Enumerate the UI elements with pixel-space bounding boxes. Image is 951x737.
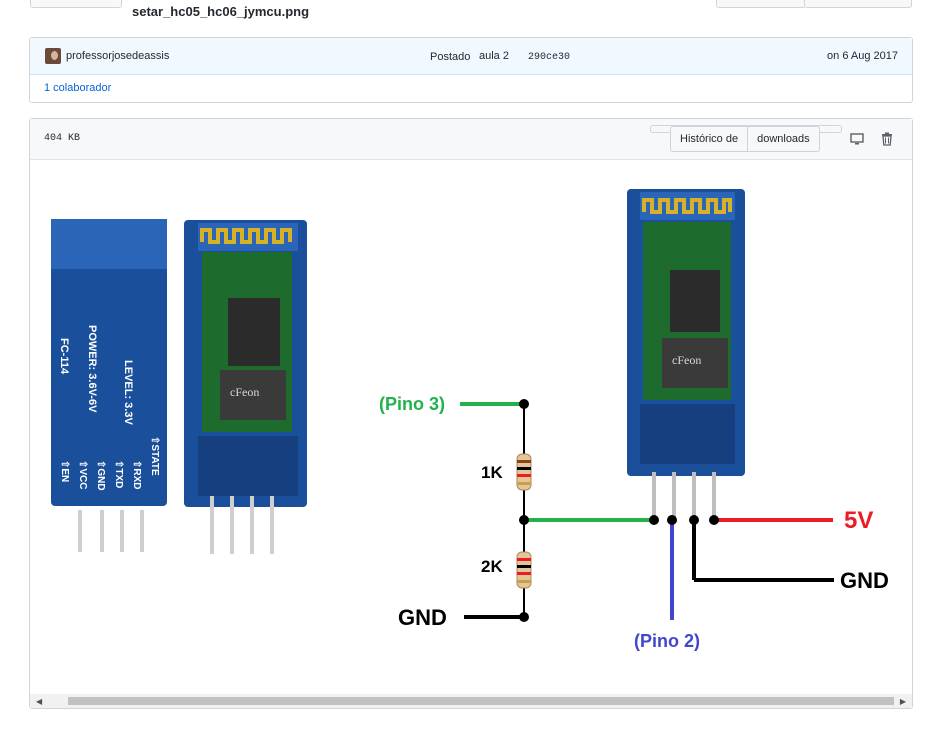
file-name: setar_hc05_hc06_jymcu.png — [132, 4, 310, 19]
top-right-button-2[interactable] — [804, 0, 912, 8]
resistor-1k — [516, 453, 532, 491]
file-actions: Histórico de downloads — [670, 126, 820, 152]
commit-box: professorjosedeassis Postado aula 2 290c… — [29, 37, 913, 103]
module-front-left: cFeon — [184, 220, 307, 554]
file-box: 404 KB Histórico de downloads POWER: 3.6… — [29, 118, 913, 709]
horizontal-scrollbar[interactable]: ◀ ▶ — [30, 694, 912, 708]
module-pin-label-gnd: ⇧GND — [95, 460, 106, 491]
commit-message[interactable]: aula 2 — [479, 50, 509, 62]
module-pin-label-en: ⇧EN — [59, 460, 70, 482]
history-button[interactable]: Histórico de — [680, 133, 739, 145]
label-2k: 2K — [481, 557, 503, 576]
module-back-power-text: POWER: 3.6V-6V — [86, 325, 98, 413]
label-gnd-left: GND — [398, 605, 447, 630]
module-front-right: cFeon — [627, 189, 745, 520]
label-pino2: (Pino 2) — [634, 631, 700, 651]
label-1k: 1K — [481, 463, 503, 482]
chip-text-right: cFeon — [672, 353, 701, 367]
module-back: POWER: 3.6V-6V FC-114 LEVEL: 3.3V ⇧EN ⇧VC… — [51, 219, 167, 552]
trash-icon[interactable] — [879, 131, 895, 147]
top-right-button-1[interactable] — [716, 0, 806, 8]
commit-date: on 6 Aug 2017 — [827, 50, 898, 62]
module-back-model-text: FC-114 — [58, 338, 70, 375]
module-pin-label-txd: ⇧TXD — [113, 460, 124, 488]
commit-sha[interactable]: 290ce30 — [528, 52, 571, 63]
module-pin-label-rxd: ⇧RXD — [131, 460, 142, 490]
module-back-level-text: LEVEL: 3.3V — [122, 360, 134, 425]
download-button[interactable]: downloads — [747, 127, 819, 151]
commit-posted-label: Postado — [430, 51, 471, 63]
scroll-right-icon[interactable]: ▶ — [899, 697, 906, 706]
contributors-link[interactable]: 1 colaborador — [44, 82, 112, 94]
top-left-button[interactable] — [30, 0, 122, 8]
scrollbar-thumb[interactable] — [68, 697, 894, 705]
file-header: 404 KB Histórico de downloads — [30, 119, 912, 160]
label-pino3: (Pino 3) — [379, 394, 445, 414]
scroll-left-icon[interactable]: ◀ — [36, 697, 43, 706]
resistor-2k — [516, 551, 532, 589]
desktop-icon[interactable] — [849, 131, 865, 147]
module-pin-label-vcc: ⇧VCC — [77, 460, 88, 490]
label-gnd-right: GND — [840, 568, 889, 593]
commit-header: professorjosedeassis Postado aula 2 290c… — [30, 38, 912, 75]
circuit-diagram: POWER: 3.6V-6V FC-114 LEVEL: 3.3V ⇧EN ⇧VC… — [51, 189, 889, 651]
image-viewer: POWER: 3.6V-6V FC-114 LEVEL: 3.3V ⇧EN ⇧VC… — [30, 160, 912, 694]
file-size: 404 KB — [44, 133, 81, 144]
module-pin-label-state: ⇧STATE — [149, 436, 160, 476]
wires — [460, 399, 834, 622]
commit-author[interactable]: professorjosedeassis — [66, 50, 170, 62]
chip-text-left: cFeon — [230, 385, 259, 399]
avatar[interactable] — [45, 48, 61, 64]
label-5v: 5V — [844, 507, 873, 534]
